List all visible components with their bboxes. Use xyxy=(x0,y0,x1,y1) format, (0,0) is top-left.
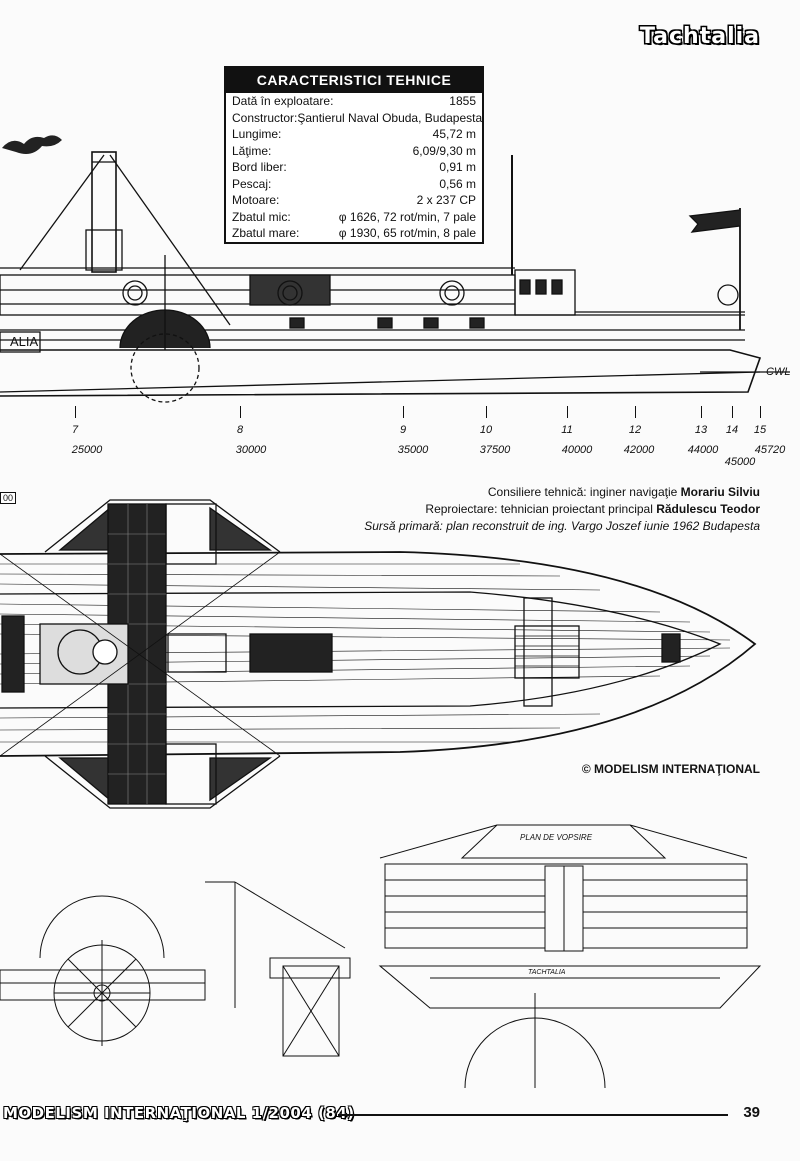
spec-row: Lăţime:6,09/9,30 m xyxy=(232,143,476,158)
station-mark: 8 xyxy=(225,406,255,436)
page-footer: MODELISM INTERNAŢIONAL 1/2004 (84) 39 xyxy=(0,1104,800,1126)
station-distance: 40000 xyxy=(561,444,593,456)
spec-row: Motoare:2 x 237 CP xyxy=(232,193,476,207)
hull-label: ALIA xyxy=(10,334,39,349)
left-edge-mark: 00 xyxy=(0,492,17,504)
spec-row: Zbatul mic:φ 1626, 72 rot/min, 7 pale xyxy=(232,209,476,224)
station-distance: 25000 xyxy=(71,444,103,456)
station-scale: 7 8 9 10 11 12 13 14 15 25000 30000 3500… xyxy=(0,406,800,468)
paint-plan-title: PLAN DE VOPSIRE xyxy=(520,833,593,842)
paddle-wheel-details: PLAN DE VOPSIRE TACHTALIA xyxy=(0,824,762,1088)
waterline-label: CWL xyxy=(766,366,790,378)
credit-technical-advice: Consiliere tehnică: inginer navigaţie Mo… xyxy=(487,485,760,499)
station-mark: 13 xyxy=(686,406,716,436)
credit-redesign: Reproiectare: tehnician proiectant princ… xyxy=(425,502,760,516)
station-distance: 44000 xyxy=(687,444,719,456)
spec-row: Zbatul mare:φ 1930, 65 rot/min, 8 pale xyxy=(232,226,476,240)
credit-source: Sursă primară: plan reconstruit de ing. … xyxy=(364,519,760,533)
station-mark: 11 xyxy=(552,406,582,436)
station-distance: 30000 xyxy=(235,444,267,456)
station-mark: 7 xyxy=(60,406,90,436)
station-mark: 12 xyxy=(620,406,650,436)
page-header-title: Tachtalia xyxy=(639,24,760,49)
side-elevation-drawing: ALIA CWL xyxy=(0,135,790,403)
copyright-notice: © MODELISM INTERNAŢIONAL xyxy=(581,762,760,776)
footer-magazine-title: MODELISM INTERNAŢIONAL 1/2004 (84) xyxy=(3,1104,355,1122)
station-distance: 37500 xyxy=(479,444,511,456)
footer-rule xyxy=(338,1114,728,1116)
credits-block: Consiliere tehnică: inginer navigaţie Mo… xyxy=(364,484,760,535)
station-mark: 9 xyxy=(388,406,418,436)
page-number: 39 xyxy=(743,1104,760,1121)
spec-row: Pescaj:0,56 m xyxy=(232,176,476,191)
spec-row: Dată în exploatare:1855 xyxy=(232,94,476,108)
paint-plan-hull-name: TACHTALIA xyxy=(528,969,566,976)
spec-row: Lungime:45,72 m xyxy=(232,127,476,141)
deck-plan-drawing xyxy=(0,499,757,809)
station-distance: 35000 xyxy=(397,444,429,456)
station-distance: 42000 xyxy=(623,444,655,456)
spec-row: Constructor:Şantierul Naval Obuda, Budap… xyxy=(232,110,483,125)
technical-specs-table: CARACTERISTICI TEHNICE Dată în exploatar… xyxy=(224,66,484,244)
station-distance: 45000 xyxy=(724,456,756,468)
station-distance: 45720 xyxy=(754,444,786,456)
station-mark: 15 xyxy=(745,406,775,436)
spec-row: Bord liber:0,91 m xyxy=(232,160,476,174)
specs-title: CARACTERISTICI TEHNICE xyxy=(226,68,482,93)
station-mark: 14 xyxy=(717,406,747,436)
station-mark: 10 xyxy=(471,406,501,436)
